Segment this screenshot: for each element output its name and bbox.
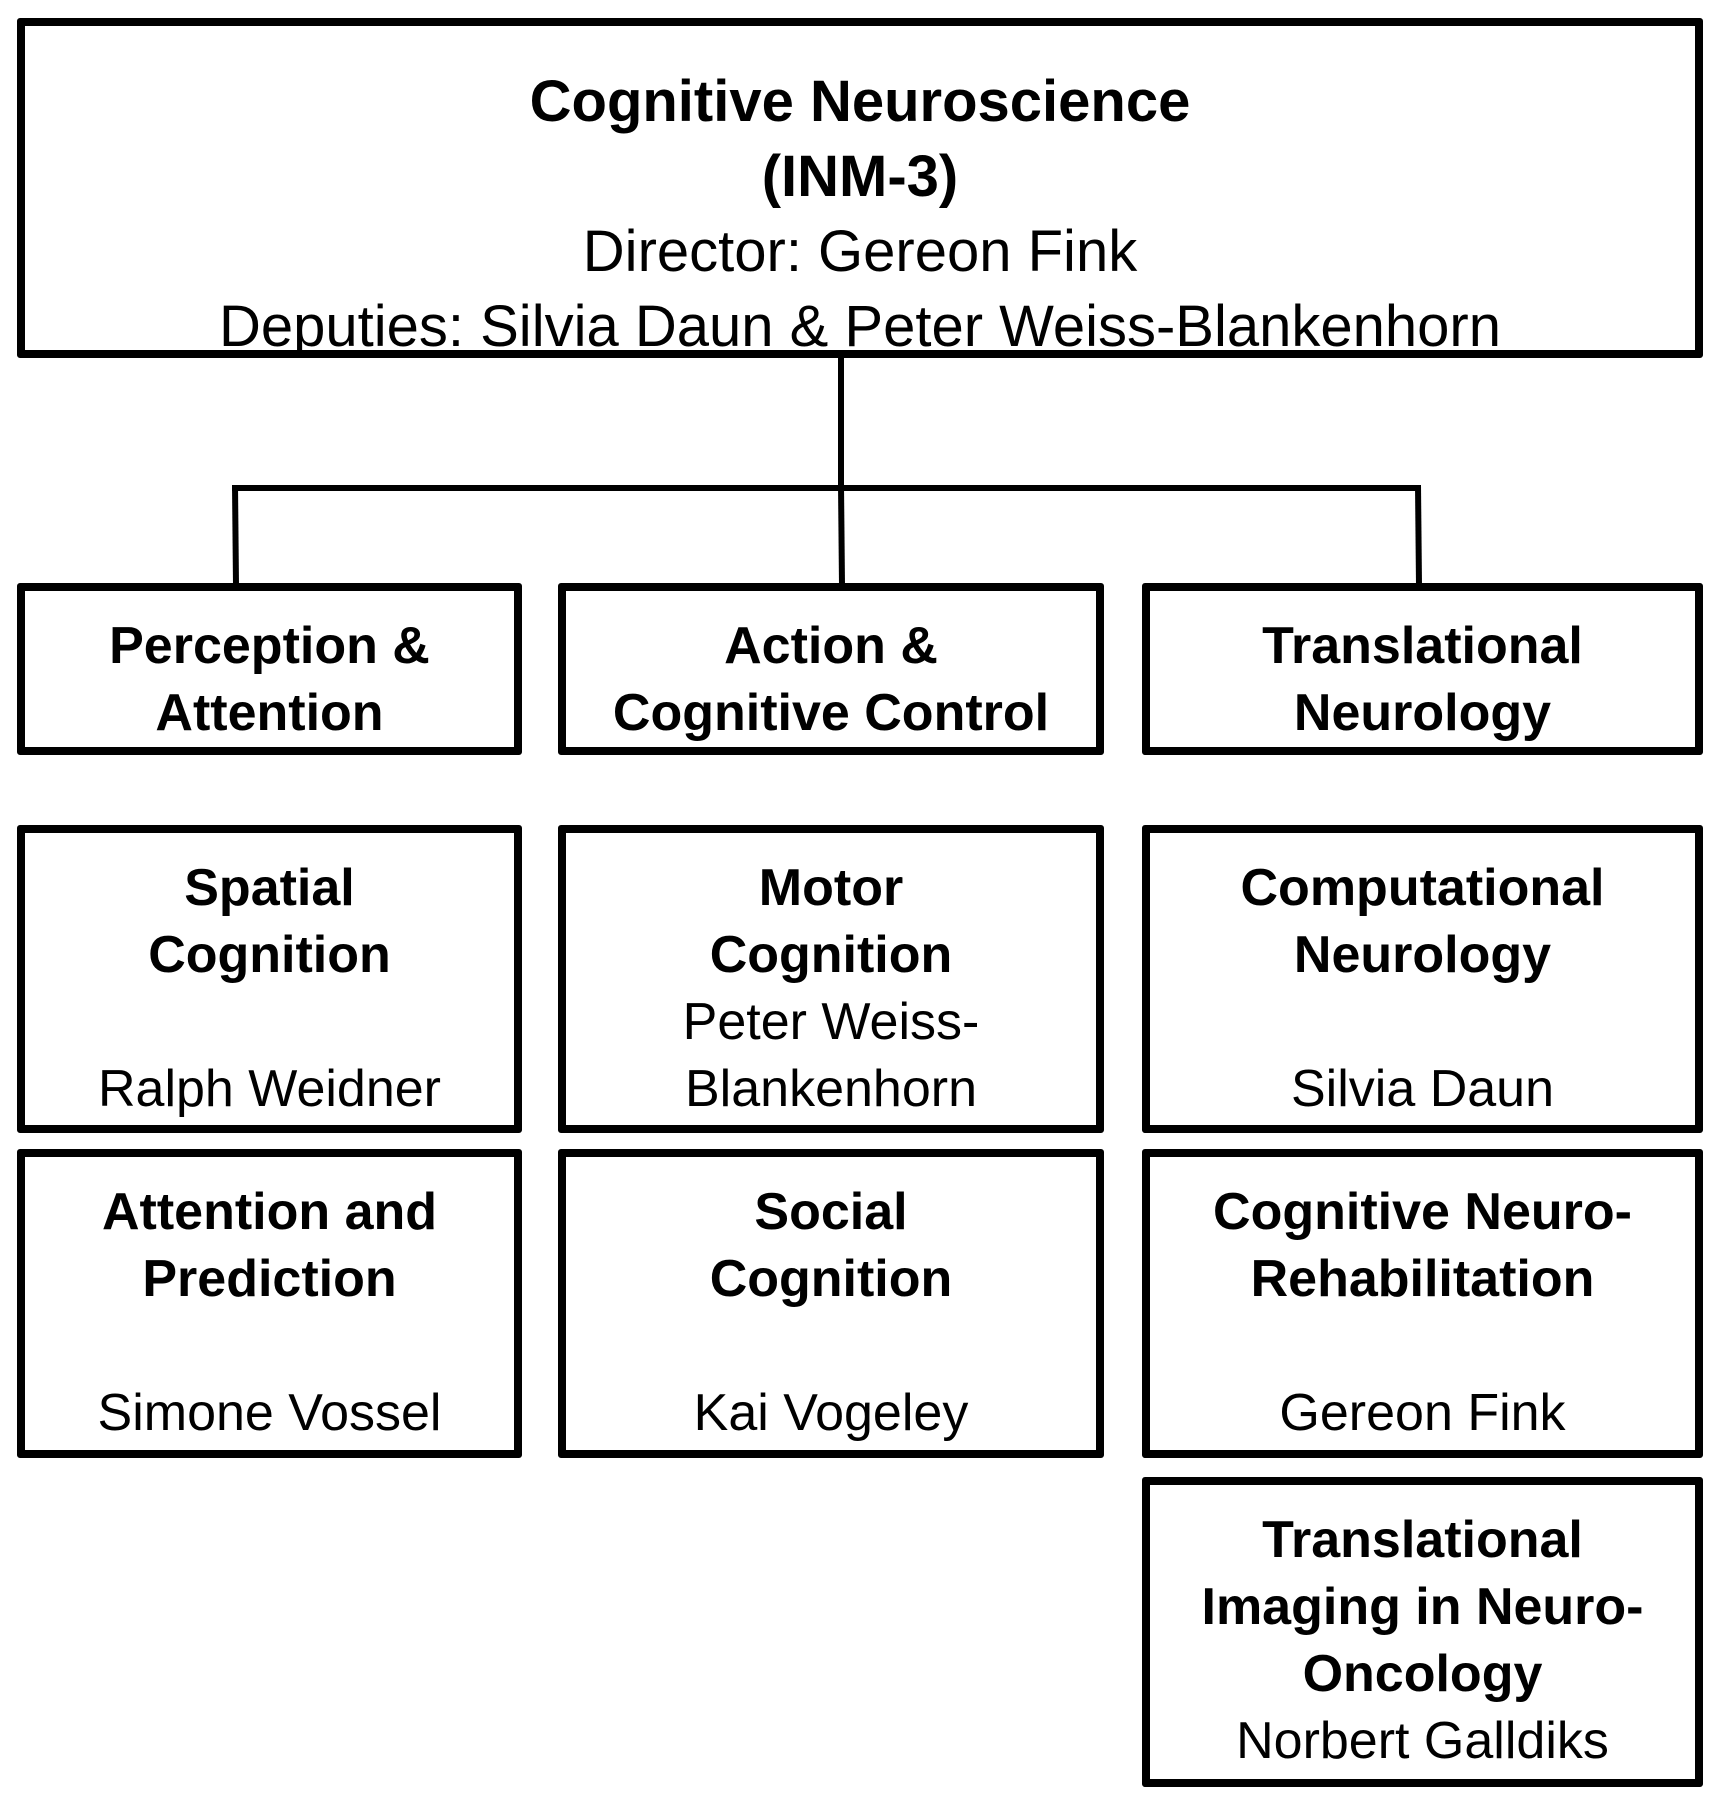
department-name-line: Attention xyxy=(155,684,384,742)
group-motor-cognition: Motor Cognition Peter Weiss- Blankenhorn xyxy=(558,825,1104,1133)
group-name-line: Cognition xyxy=(709,1250,953,1308)
institute-title: Cognitive Neuroscience xyxy=(529,69,1191,134)
group-name-line: Prediction xyxy=(142,1250,397,1308)
group-name-line: Cognitive Neuro- xyxy=(1213,1183,1632,1241)
department-name-line: Cognitive Control xyxy=(612,684,1050,742)
department-action-cognitive-control: Action & Cognitive Control xyxy=(558,583,1104,755)
group-translational-imaging-neuro-oncology: Translational Imaging in Neuro- Oncology… xyxy=(1142,1477,1703,1787)
group-computational-neurology: Computational Neurology Silvia Daun xyxy=(1142,825,1703,1133)
group-name-line: Oncology xyxy=(1302,1645,1543,1703)
group-name-line: Imaging in Neuro- xyxy=(1201,1578,1644,1636)
institute-box: Cognitive Neuroscience (INM-3) Director:… xyxy=(17,18,1703,359)
connector-to-translational xyxy=(1415,484,1422,586)
department-perception-attention: Perception & Attention xyxy=(17,583,522,755)
group-leader: Ralph Weidner xyxy=(97,1060,441,1118)
group-social-cognition: Social Cognition Kai Vogeley xyxy=(558,1149,1104,1458)
group-leader: Kai Vogeley xyxy=(693,1384,969,1442)
department-name-line: Translational xyxy=(1262,617,1583,675)
group-name-line: Attention and xyxy=(101,1183,438,1241)
group-leader: Simone Vossel xyxy=(97,1384,442,1442)
group-leader: Gereon Fink xyxy=(1279,1384,1566,1442)
institute-director: Director: Gereon Fink xyxy=(582,219,1138,284)
group-leader: Norbert Galldiks xyxy=(1236,1712,1609,1770)
department-name-line: Perception & xyxy=(109,617,430,675)
group-name-line: Cognition xyxy=(709,926,953,984)
department-translational-neurology: Translational Neurology xyxy=(1142,583,1703,755)
group-spatial-cognition: Spatial Cognition Ralph Weidner xyxy=(17,825,522,1133)
group-name-line: Motor xyxy=(758,859,904,917)
department-name-line: Neurology xyxy=(1293,684,1552,742)
group-name-line: Translational xyxy=(1262,1511,1583,1569)
group-name-line: Spatial xyxy=(184,859,355,917)
group-cognitive-neuro-rehabilitation: Cognitive Neuro- Rehabilitation Gereon F… xyxy=(1142,1149,1703,1458)
institute-code: (INM-3) xyxy=(761,144,959,209)
group-leader: Peter Weiss- xyxy=(682,993,980,1051)
group-name-line: Cognition xyxy=(148,926,391,984)
group-name-line: Computational xyxy=(1240,859,1605,917)
department-name-line: Action & xyxy=(724,617,938,675)
connector-to-perception xyxy=(232,484,239,586)
connector-to-action xyxy=(838,484,845,586)
group-attention-prediction: Attention and Prediction Simone Vossel xyxy=(17,1149,522,1458)
group-name-line: Neurology xyxy=(1293,926,1552,984)
group-leader: Silvia Daun xyxy=(1290,1060,1555,1118)
group-name-line: Social xyxy=(754,1183,908,1241)
group-name-line: Rehabilitation xyxy=(1250,1250,1595,1308)
institute-deputies: Deputies: Silvia Daun & Peter Weiss-Blan… xyxy=(218,294,1501,359)
group-leader: Blankenhorn xyxy=(685,1060,977,1118)
